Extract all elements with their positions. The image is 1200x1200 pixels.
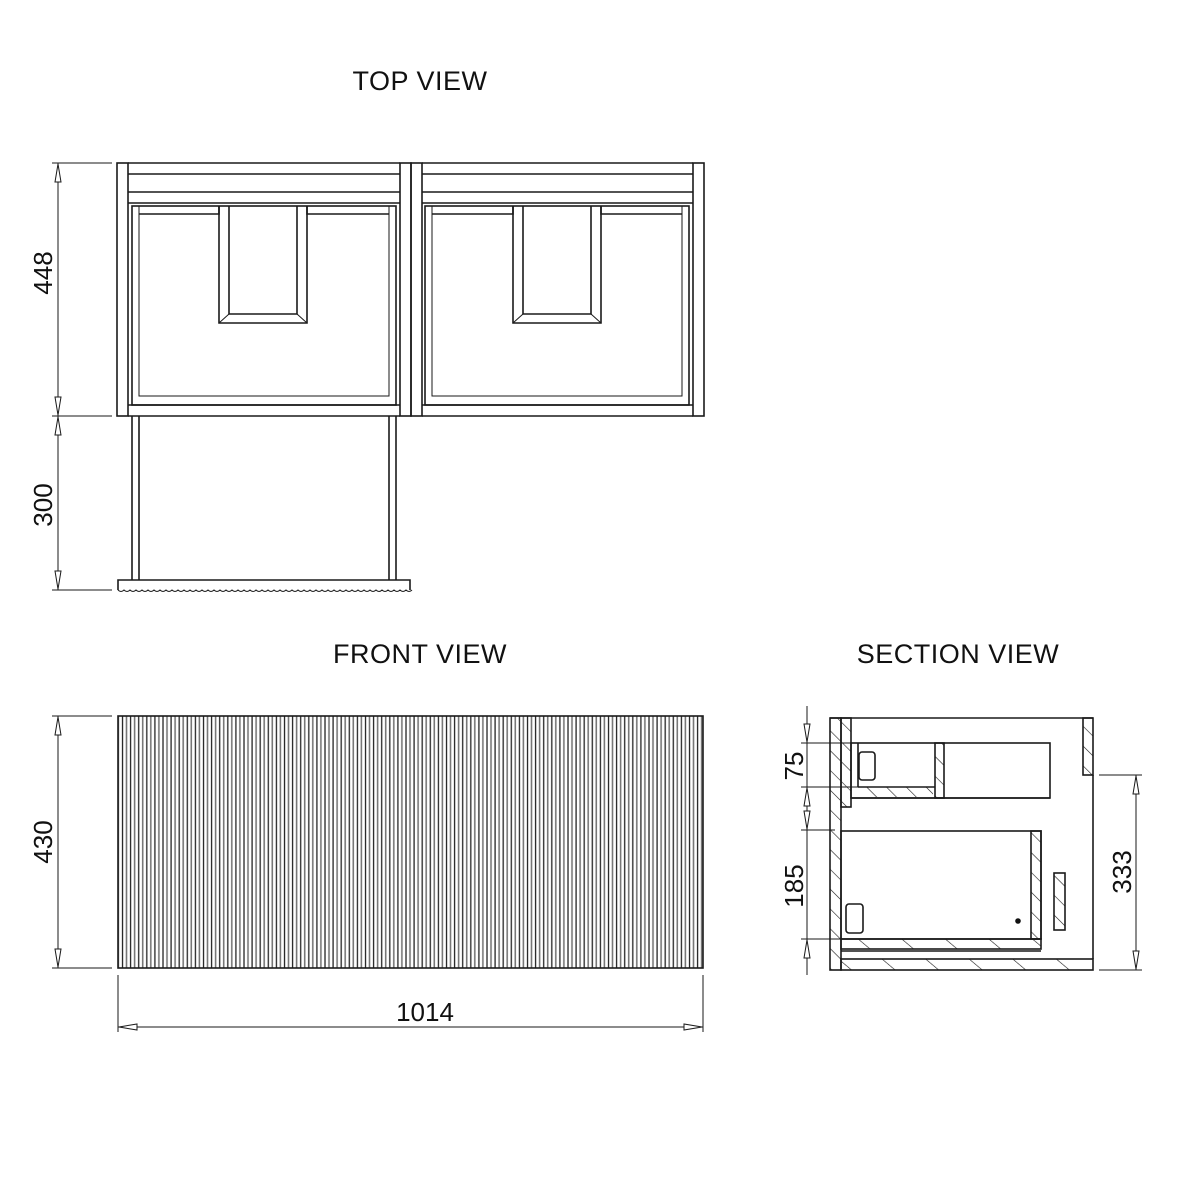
front-view xyxy=(117,715,704,969)
dim-lower-drawer: 185 xyxy=(779,864,809,907)
section-view xyxy=(829,717,1094,971)
dim-lower-height: 333 xyxy=(1107,850,1137,893)
section-view-title: SECTION VIEW xyxy=(857,639,1060,669)
dim-front-height: 430 xyxy=(28,820,58,863)
dim-front-width: 1014 xyxy=(396,997,454,1027)
top-view-title: TOP VIEW xyxy=(352,66,487,96)
dim-top-depth: 448 xyxy=(28,251,58,294)
front-view-title: FRONT VIEW xyxy=(333,639,507,669)
section-view-dimensions xyxy=(801,706,1142,975)
front-view-dimensions xyxy=(52,715,704,1032)
dim-upper-drawer: 75 xyxy=(779,752,809,781)
dim-drawer-extension: 300 xyxy=(28,483,58,526)
top-view-dimensions xyxy=(52,162,112,591)
top-view xyxy=(116,162,705,592)
